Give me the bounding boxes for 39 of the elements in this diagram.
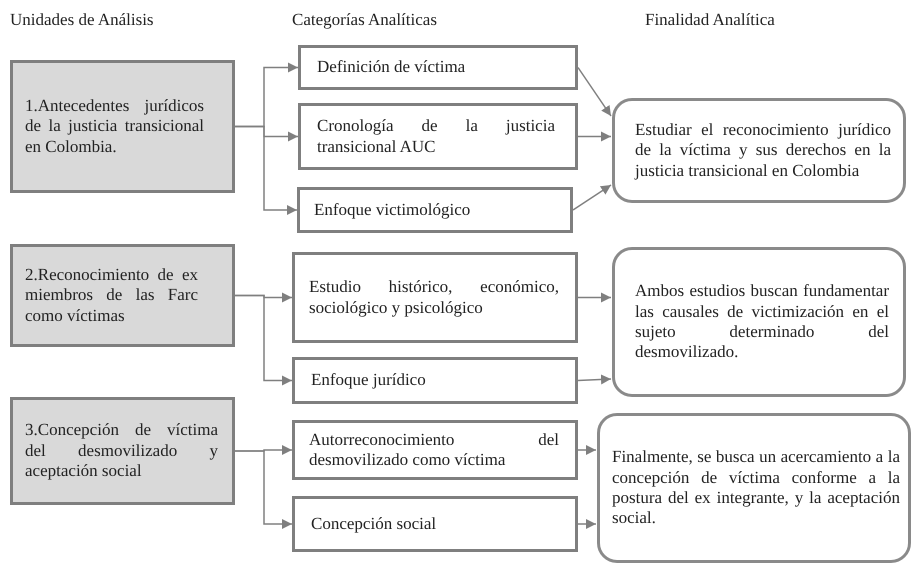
unit-box	[10, 60, 235, 193]
category-box	[298, 103, 578, 170]
arrow	[578, 292, 611, 302]
node-text: Ambos estudios buscan fundamentar las causales de victimización en el sujeto determinado del desmovilizado.	[635, 281, 889, 363]
node-text: Estudio histórico, económico, sociológico y psicológico	[309, 277, 559, 318]
arrow	[578, 374, 612, 384]
arrow	[235, 294, 292, 386]
category-box	[298, 45, 578, 90]
unit-box	[10, 397, 235, 505]
category-box	[292, 420, 578, 480]
node-text: Finalmente, se busca un acercamiento a la concepción de víctima conforme a la postura del ex integrante, y la aceptación social.	[612, 447, 900, 529]
arrow	[578, 519, 596, 529]
node-text: Estudiar el reconocimiento jurídico de la víctima y sus derechos en la justicia transicional en Colombia	[635, 120, 891, 182]
arrow	[572, 184, 612, 211]
category-box	[292, 496, 578, 552]
node-text: Definición de víctima	[317, 57, 466, 78]
node-text: Enfoque victimológico	[314, 200, 472, 220]
arrow	[578, 445, 596, 455]
unit-box	[10, 244, 235, 347]
purpose-box	[612, 98, 906, 203]
purpose-box	[612, 247, 906, 397]
node-text: 1.Antecedentes jurídicos de la justicia transicional en Colombia.	[25, 96, 204, 158]
node-text: 3.Concepción de víctima del desmovilizado y aceptación social	[25, 420, 218, 482]
category-box	[292, 252, 578, 343]
category-box	[297, 187, 573, 233]
column-heading: Categorías Analíticas	[292, 10, 437, 30]
arrow	[235, 126, 297, 215]
node-text: 2.Reconocimiento de ex miembros de las Farc como víctimas	[25, 264, 198, 326]
category-box	[292, 357, 578, 404]
node-text: Enfoque jurídico	[311, 370, 427, 391]
node-text: Autorreconocimiento del desmovilizado como víctima	[309, 430, 559, 470]
node-text: Concepción social	[311, 514, 438, 534]
purpose-box	[597, 413, 911, 563]
arrow	[577, 67, 612, 116]
node-text: Cronología de la justicia transicional AUC	[317, 116, 555, 157]
column-heading: Finalidad Analítica	[645, 10, 775, 30]
arrow	[235, 450, 292, 529]
arrow	[578, 132, 611, 142]
column-heading: Unidades de Análisis	[10, 10, 154, 30]
